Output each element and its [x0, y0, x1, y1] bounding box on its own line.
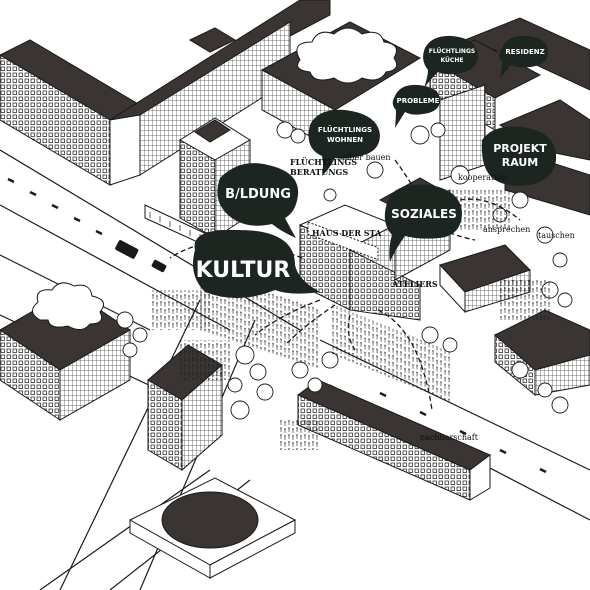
- label-ateliers: ATELIERS: [391, 279, 438, 289]
- bubble-fluechtlings-wohnen-line1: FLÜCHTLINGS: [318, 125, 372, 134]
- bubble-bildung: B/LDUNG: [217, 163, 299, 238]
- label-beratungs-line2: BERATUNGS: [290, 167, 348, 177]
- building-west: [0, 282, 131, 421]
- bubble-residenz-text: RESIDENZ: [505, 48, 544, 56]
- vehicles: [115, 240, 167, 273]
- bubble-projektraum: PROJEKT RAUM: [481, 126, 557, 186]
- lane-markings: [7, 177, 547, 474]
- bubble-fluechtlings-kueche: FLÜCHTLINGS KÜCHE: [423, 35, 478, 88]
- bubble-fluechtlings-wohnen-line2: WOHNEN: [327, 136, 363, 144]
- note-tauschen: tauschen: [538, 231, 575, 240]
- building-slab-northwest: [0, 0, 331, 186]
- bubble-kultur: KULTUR: [192, 229, 320, 299]
- bubble-fluechtlings-wohnen: FLÜCHTLINGS WOHNEN: [308, 109, 380, 176]
- bubble-probleme-text: PROBLEME: [397, 97, 440, 105]
- bubble-kultur-text: KULTUR: [196, 258, 291, 283]
- note-nachbarschaft: nachbarschaft: [420, 433, 479, 442]
- note-ansprechen: ansprechen: [483, 225, 530, 234]
- label-beratungs-line1: FLÜCHTLINGS: [290, 157, 357, 167]
- building-round: [128, 477, 297, 579]
- bubble-soziales: SOZIALES: [384, 184, 462, 262]
- bubble-fluechtlings-kueche-line2: KÜCHE: [441, 57, 464, 64]
- bubble-probleme: PROBLEME: [392, 84, 440, 128]
- note-kooperation: kooperation: [458, 173, 507, 182]
- haus-sign: HAUS DER STA: [312, 228, 382, 238]
- bubble-soziales-text: SOZIALES: [391, 207, 457, 221]
- trees: [116, 121, 573, 420]
- label-beratungs: FLÜCHTLINGS BERATUNGS: [290, 157, 357, 177]
- note-selber-bauen: selber bauen: [338, 153, 391, 162]
- bubble-projekt-text: PROJEKT: [493, 142, 547, 155]
- bubble-raum-text: RAUM: [502, 156, 539, 169]
- bubble-bildung-text: B/LDUNG: [225, 187, 291, 202]
- bubble-residenz: RESIDENZ: [499, 35, 548, 78]
- bubble-fluechtlings-kueche-line1: FLÜCHTLINGS: [429, 48, 475, 55]
